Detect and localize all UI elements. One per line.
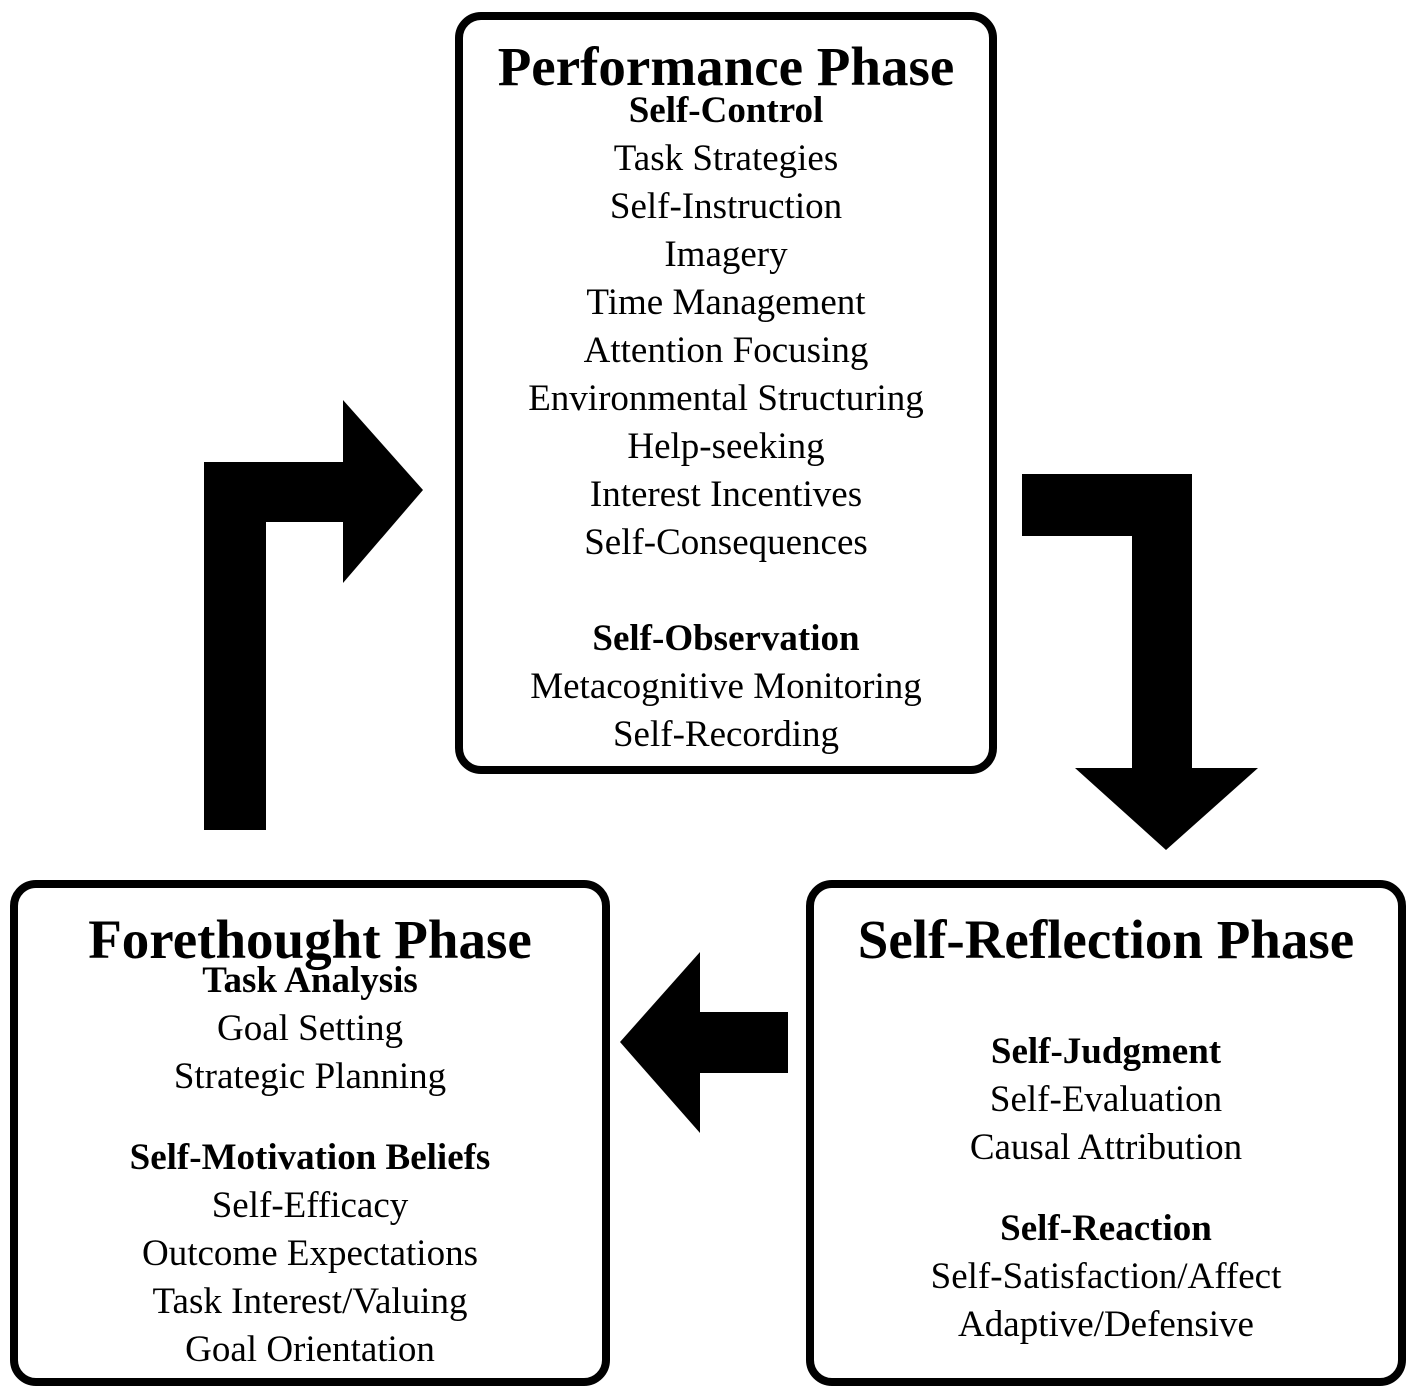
phase-group: Self-Reaction Self-Satisfaction/Affect A…: [814, 1205, 1398, 1349]
phase-item: Task Interest/Valuing: [152, 1281, 468, 1322]
phase-group: Self-Control Task Strategies Self-Instru…: [463, 87, 989, 567]
phase-item: Imagery: [664, 234, 788, 275]
phase-item: Goal Setting: [216, 1008, 403, 1049]
group-title: Task Analysis: [202, 960, 418, 1001]
phase-item: Task Strategies: [613, 138, 839, 179]
group-title: Self-Motivation Beliefs: [129, 1137, 491, 1178]
phase-item: Environmental Structuring: [528, 378, 924, 419]
phase-item: Self-Recording: [612, 714, 840, 755]
phase-item: Help-seeking: [627, 426, 825, 467]
phase-title: Forethought Phase: [88, 909, 532, 970]
group-title: Self-Observation: [592, 618, 860, 659]
phase-group: Self-Judgment Self-Evaluation Causal Att…: [814, 1028, 1398, 1172]
phase-item: Adaptive/Defensive: [958, 1304, 1254, 1345]
phase-item: Strategic Planning: [173, 1056, 447, 1097]
phase-title: Self-Reflection Phase: [857, 909, 1355, 970]
phase-group: Self-Observation Metacognitive Monitorin…: [463, 615, 989, 759]
phase-item: Metacognitive Monitoring: [530, 666, 922, 707]
group-title: Self-Reaction: [1000, 1208, 1212, 1249]
group-title: Self-Control: [628, 90, 824, 131]
phase-item: Self-Consequences: [584, 522, 868, 563]
phase-item: Self-Evaluation: [989, 1079, 1223, 1120]
phase-group: Self-Motivation Beliefs Self-Efficacy Ou…: [18, 1134, 602, 1374]
phase-item: Self-Instruction: [609, 186, 843, 227]
phase-item: Time Management: [586, 282, 866, 323]
phase-group: Task Analysis Goal Setting Strategic Pla…: [18, 957, 602, 1101]
forethought-phase-box: Forethought Phase Task Analysis Goal Set…: [10, 880, 610, 1386]
arrow-performance-to-reflection: [1022, 474, 1258, 850]
phase-title: Performance Phase: [497, 36, 955, 97]
phase-item: Attention Focusing: [583, 330, 869, 371]
arrow-forethought-to-performance: [204, 400, 423, 830]
arrow-reflection-to-forethought: [620, 952, 788, 1133]
group-title: Self-Judgment: [990, 1031, 1222, 1072]
phase-item: Self-Satisfaction/Affect: [930, 1256, 1282, 1297]
phase-item: Causal Attribution: [969, 1127, 1243, 1168]
phase-item: Interest Incentives: [589, 474, 863, 515]
phase-item: Goal Orientation: [185, 1329, 435, 1370]
self-reflection-phase-box: Self-Reflection Phase Self-Judgment Self…: [806, 880, 1406, 1386]
phase-item: Self-Efficacy: [211, 1185, 409, 1226]
phase-item: Outcome Expectations: [142, 1233, 478, 1274]
performance-phase-box: Performance Phase Self-Control Task Stra…: [455, 12, 997, 774]
